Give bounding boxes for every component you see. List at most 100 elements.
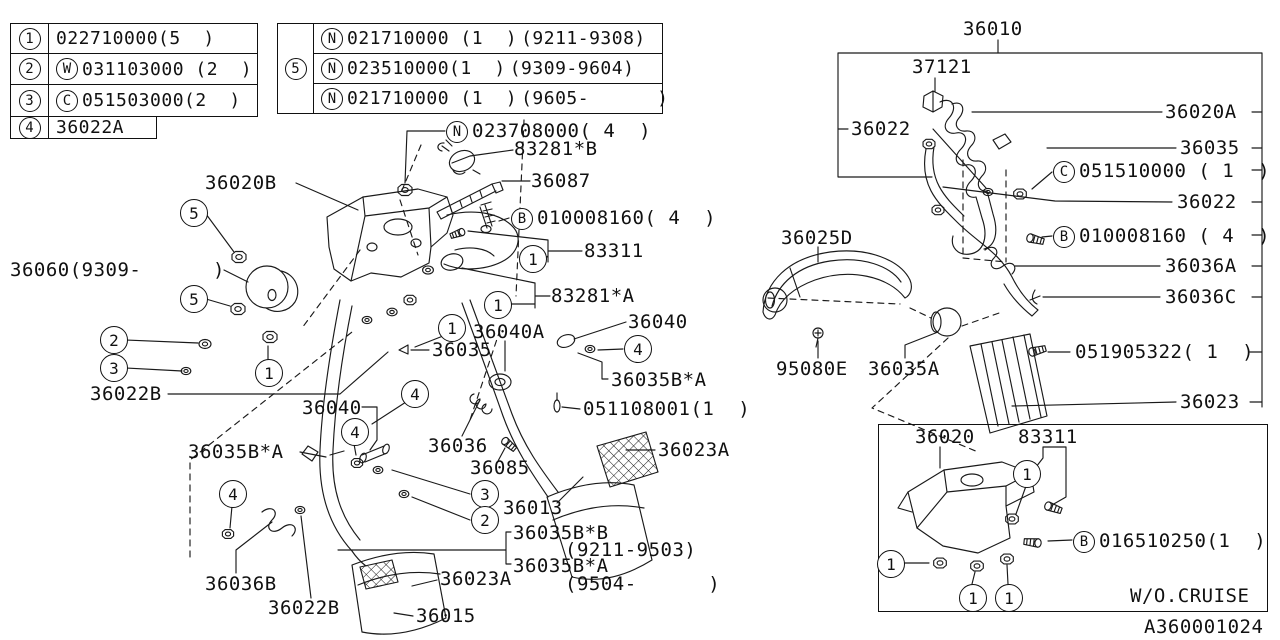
leader-lines	[126, 40, 1262, 616]
label-36022B-left: 36022B	[90, 383, 162, 405]
brake-pedal	[302, 300, 446, 634]
date-range: (9309-9604)	[509, 58, 635, 79]
label-83281B: 83281*B	[514, 138, 598, 160]
damper-36060	[246, 266, 298, 311]
label-date-9504: (9504- )	[565, 573, 721, 595]
label-37121: 37121	[912, 56, 972, 78]
prefix-badge: B	[1073, 531, 1095, 553]
label-36085: 36085	[470, 457, 530, 479]
cruise-box-bracket	[898, 462, 1063, 572]
label-date-9211-9503: (9211-9503)	[565, 539, 697, 561]
callout-4: 4	[219, 480, 247, 508]
clutch-pedal	[462, 300, 658, 579]
prefix-badge: C	[56, 89, 78, 112]
label-83311: 83311	[584, 240, 644, 262]
prefix-badge: N	[321, 57, 343, 80]
callout-3: 3	[471, 480, 499, 508]
label-83281A: 83281*A	[551, 285, 635, 307]
callout-4: 4	[401, 380, 429, 408]
callout-1: 1	[438, 314, 466, 342]
part-code: 023510000(1 )	[347, 58, 506, 79]
table-row: 1 022710000(5 )	[10, 23, 258, 54]
label-36036: 36036	[428, 435, 488, 457]
callout-2: 2	[471, 506, 499, 534]
label-36060: 36060(9309- )	[10, 259, 225, 281]
callout-1: 1	[1013, 460, 1041, 488]
part-code: 022710000(5 )	[56, 28, 215, 49]
label-36035-center: 36035	[432, 339, 492, 361]
label-36040A: 36040A	[473, 321, 545, 343]
label-051108001: 051108001(1 )	[583, 398, 751, 420]
callout-5: 5	[180, 285, 208, 313]
callout-1: 1	[877, 550, 905, 578]
label-36022-right: 36022	[1177, 191, 1237, 213]
part-code: 031103000 (2 )	[82, 58, 253, 80]
construction-lines	[190, 120, 1006, 557]
prefix-badge: W	[56, 58, 78, 80]
callout-1: 1	[959, 584, 987, 612]
table-row: 4 36022A	[10, 116, 157, 139]
callout-1: 1	[519, 245, 547, 273]
callout-2: 2	[100, 326, 128, 354]
callout-1: 1	[484, 291, 512, 319]
label-36035BB: 36035B*B	[513, 522, 609, 544]
callout-4: 4	[341, 418, 369, 446]
label-36013: 36013	[503, 497, 563, 519]
label-36036B: 36036B	[205, 573, 277, 595]
label-36020: 36020	[915, 426, 975, 448]
cruise-variant-box	[878, 424, 1268, 612]
label-051905322: 051905322( 1 )	[1075, 341, 1255, 363]
label-36036C: 36036C	[1165, 286, 1237, 308]
label-36035BA-left: 36035B*A	[188, 441, 284, 463]
prefix-badge: N	[321, 87, 343, 110]
ref-num-badge: 3	[18, 89, 41, 112]
label-36035A: 36035A	[868, 358, 940, 380]
hardware-left	[180, 183, 417, 539]
ref-num-cell: 5	[277, 23, 314, 114]
label-36035-right: 36035	[1180, 137, 1240, 159]
callout-1: 1	[995, 584, 1023, 612]
date-range: (9211-9308)	[521, 28, 646, 49]
ref-num-badge: 5	[284, 57, 307, 80]
bracket-36020B	[327, 189, 518, 281]
label-36040-right: 36040	[628, 311, 688, 333]
label-36023: 36023	[1180, 391, 1240, 413]
label-36040-left: 36040	[302, 397, 362, 419]
label-36035BA-bottom: 36035B*A	[513, 555, 609, 577]
label-36036A: 36036A	[1165, 255, 1237, 277]
prefix-badge: B	[1053, 226, 1075, 248]
part-code: 021710000 (1 )	[347, 28, 518, 49]
label-36035BA-right: 36035B*A	[611, 369, 707, 391]
label-83311-box: 83311	[1018, 426, 1078, 448]
label-36015: 36015	[416, 605, 476, 627]
callout-4: 4	[624, 335, 652, 363]
switches-and-bolts	[262, 140, 596, 536]
drawing-number: A360001024	[1144, 616, 1264, 638]
label-36025D: 36025D	[781, 227, 853, 249]
label-36022B-bottom: 36022B	[268, 597, 340, 619]
ref-num-badge: 2	[18, 58, 41, 80]
part-code: 36022A	[56, 117, 125, 138]
prefix-badge: N	[321, 27, 343, 50]
prefix-badge: C	[1053, 161, 1075, 183]
prefix-badge: N	[446, 121, 468, 143]
ref-num-badge: 4	[18, 116, 41, 139]
variant-note: W/O.CRUISE	[1130, 585, 1250, 607]
label-36020B: 36020B	[205, 172, 277, 194]
label-36010: 36010	[963, 18, 1023, 40]
prefix-badge: B	[511, 208, 533, 230]
callout-5: 5	[180, 199, 208, 227]
part-code: 051503000(2 )	[82, 90, 241, 111]
label-36022-box: 36022	[851, 118, 911, 140]
callout-1: 1	[255, 359, 283, 387]
